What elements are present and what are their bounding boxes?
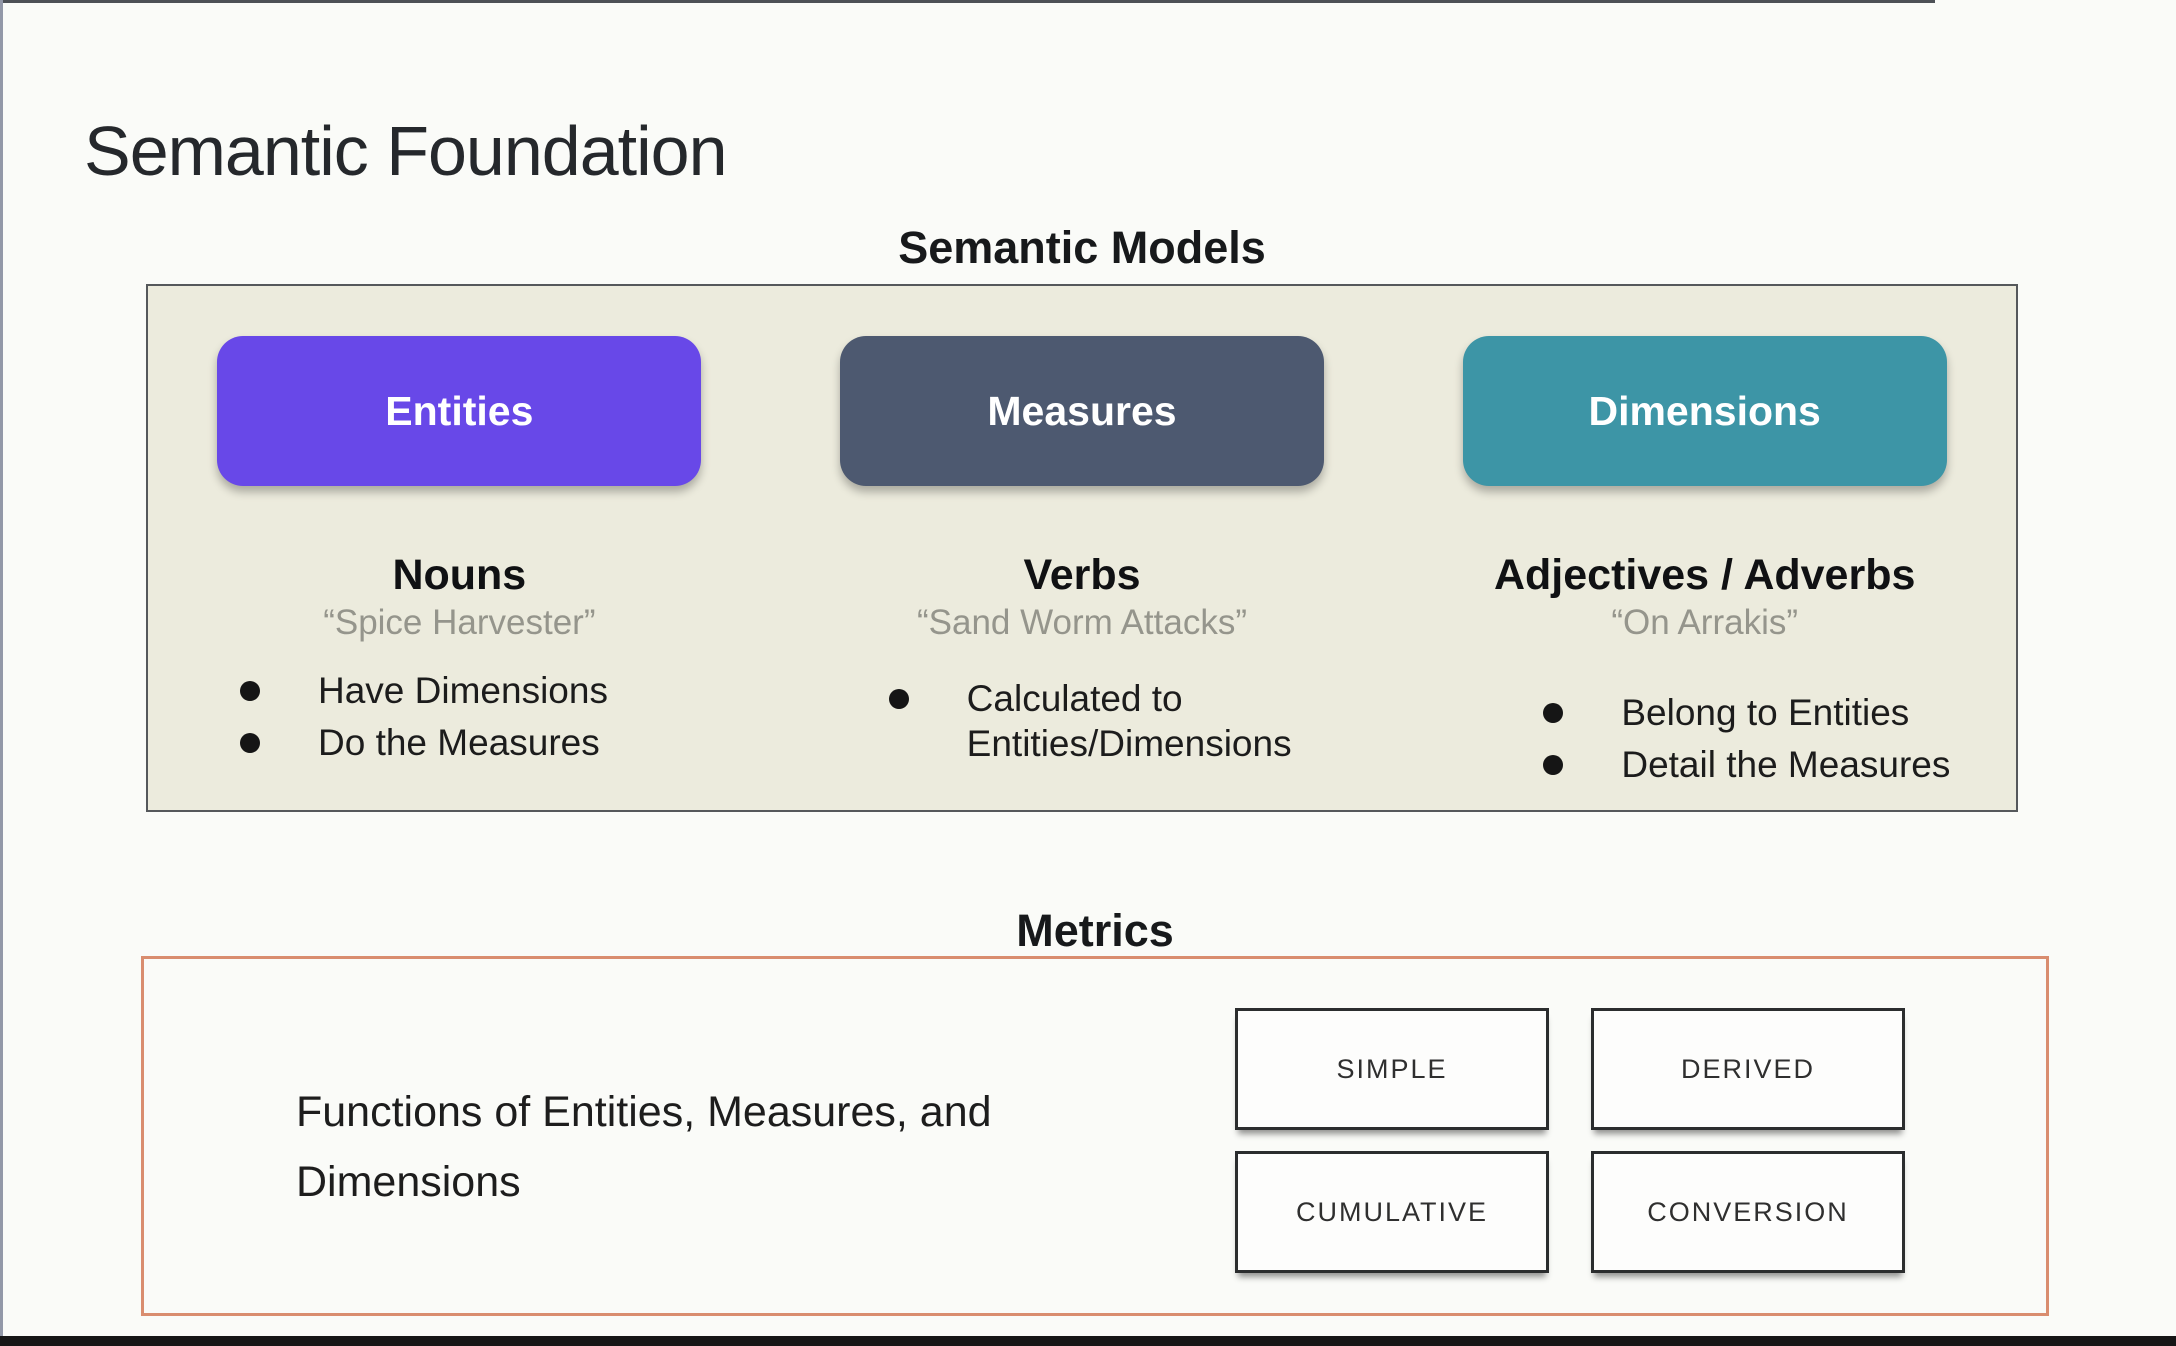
metrics-heading: Metrics [1016, 905, 1174, 956]
list-item: Detail the Measures [1543, 742, 2016, 787]
dimensions-example-quote: “On Arrakis” [1611, 602, 1799, 642]
metric-type-label: CONVERSION [1647, 1196, 1849, 1227]
measures-example-quote: “Sand Worm Attacks” [917, 602, 1248, 642]
metric-type-simple: SIMPLE [1235, 1008, 1549, 1130]
metrics-panel: Functions of Entities, Measures, and Dim… [141, 956, 2049, 1316]
entities-bullet-list: Have Dimensions Do the Measures [240, 668, 771, 765]
page-title: Semantic Foundation [84, 111, 728, 190]
metric-type-label: CUMULATIVE [1295, 1196, 1489, 1227]
measures-pill-label: Measures [987, 387, 1177, 434]
list-item: Have Dimensions [240, 668, 771, 713]
entities-role-heading: Nouns [392, 551, 527, 599]
dimensions-role-heading: Adjectives / Adverbs [1493, 551, 1916, 599]
frame-bottom-bar [0, 1336, 2176, 1346]
bullet-text: Detail the Measures [1621, 743, 1951, 785]
entities-column: Entities Nouns “Spice Harvester” Have Di… [148, 286, 771, 810]
entities-pill: Entities [217, 336, 702, 486]
entities-pill-label: Entities [385, 387, 534, 434]
bullet-text: Have Dimensions [318, 669, 608, 711]
metrics-description: Functions of Entities, Measures, and Dim… [296, 1088, 992, 1206]
bullet-text: Belong to Entities [1621, 691, 1910, 733]
metric-type-derived: DERIVED [1591, 1008, 1905, 1130]
list-item: Calculated to Entities/Dimensions [888, 676, 1394, 766]
list-item: Do the Measures [240, 720, 771, 765]
measures-pill: Measures [840, 336, 1324, 486]
bullet-dot-icon [888, 688, 909, 709]
metric-type-label: SIMPLE [1336, 1053, 1448, 1084]
bullet-text: Calculated to Entities/Dimensions [966, 677, 1292, 764]
metric-type-conversion: CONVERSION [1591, 1151, 1905, 1273]
bullet-dot-icon [1543, 702, 1564, 723]
bullet-dot-icon [1543, 754, 1564, 775]
metric-type-cumulative: CUMULATIVE [1235, 1151, 1549, 1273]
frame-top-edge [0, 0, 1935, 3]
measures-bullet-list: Calculated to Entities/Dimensions [888, 676, 1394, 766]
dimensions-bullet-list: Belong to Entities Detail the Measures [1543, 690, 2016, 787]
dimensions-pill-label: Dimensions [1588, 387, 1821, 434]
list-item: Belong to Entities [1543, 690, 2016, 735]
semantic-models-panel: Entities Nouns “Spice Harvester” Have Di… [146, 284, 2018, 812]
measures-column: Measures Verbs “Sand Worm Attacks” Calcu… [771, 286, 1394, 810]
frame-left-edge [0, 0, 3, 1346]
dimensions-pill: Dimensions [1462, 336, 1947, 486]
bullet-dot-icon [240, 732, 260, 753]
semantic-models-heading: Semantic Models [898, 222, 1266, 273]
metric-type-label: DERIVED [1680, 1053, 1816, 1084]
dimensions-column: Dimensions Adjectives / Adverbs “On Arra… [1393, 286, 2016, 810]
entities-example-quote: “Spice Harvester” [323, 602, 596, 642]
measures-role-heading: Verbs [1023, 551, 1141, 599]
bullet-text: Do the Measures [318, 721, 600, 763]
bullet-dot-icon [240, 680, 260, 701]
